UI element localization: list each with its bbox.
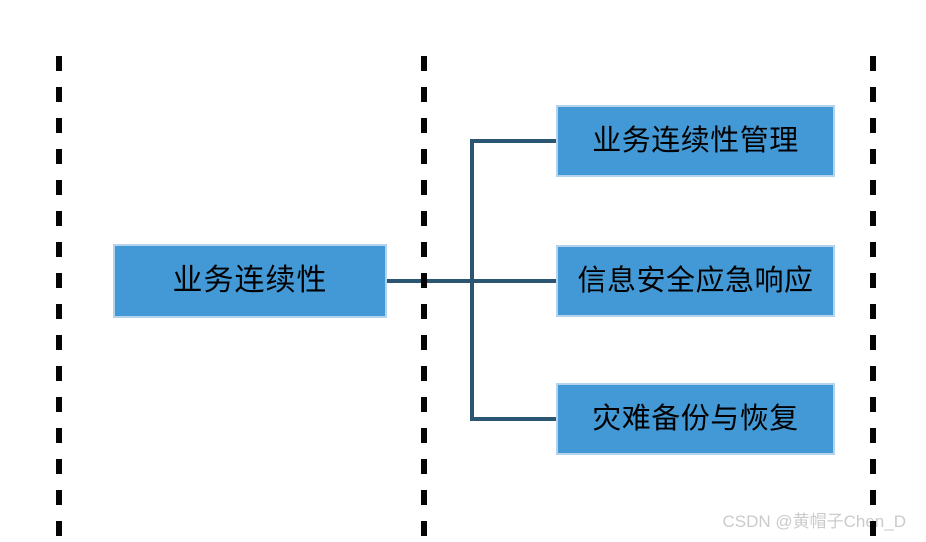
connector-trunk-vertical <box>470 139 474 421</box>
root-node-business-continuity: 业务连续性 <box>113 244 387 318</box>
dashed-boundary-middle <box>421 56 427 542</box>
connector-branch-bottom <box>470 417 557 421</box>
root-node-label: 业务连续性 <box>172 264 328 297</box>
dashed-boundary-left <box>56 56 62 542</box>
child-node-label: 灾难备份与恢复 <box>592 402 799 435</box>
child-node-label: 信息安全应急响应 <box>577 264 814 297</box>
child-node-label: 业务连续性管理 <box>592 124 799 157</box>
watermark-text: CSDN @黄帽子Chen_D <box>722 512 906 531</box>
child-node-incident-response: 信息安全应急响应 <box>556 245 835 317</box>
dashed-boundary-right <box>870 56 876 542</box>
child-node-disaster-recovery: 灾难备份与恢复 <box>556 383 835 455</box>
child-node-bcm: 业务连续性管理 <box>556 105 835 177</box>
connector-branch-top <box>470 139 557 143</box>
